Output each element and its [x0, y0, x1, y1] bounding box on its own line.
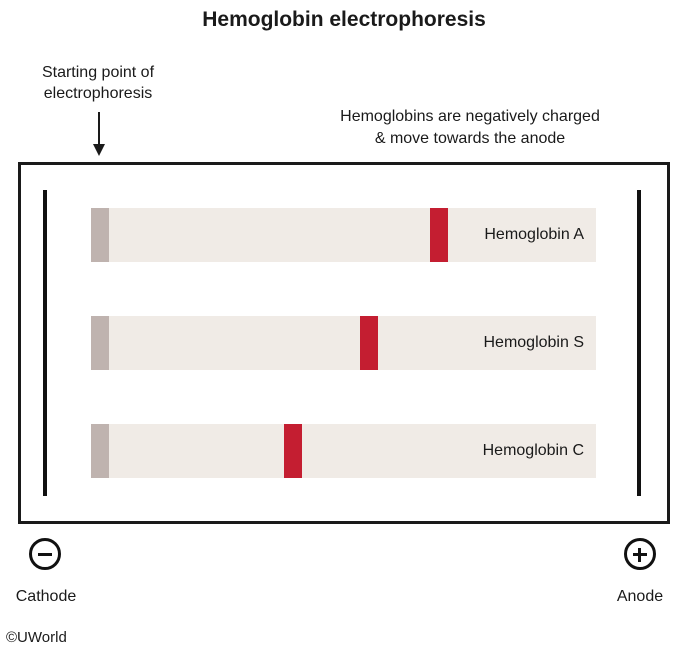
- copyright-text: ©UWorld: [6, 629, 67, 646]
- sample-well: [91, 424, 109, 478]
- anode-electrode: [637, 190, 641, 496]
- lane-hemoglobin-c: Hemoglobin C: [91, 424, 596, 478]
- down-arrow-icon: [93, 144, 105, 156]
- lane-hemoglobin-a: Hemoglobin A: [91, 208, 596, 262]
- lane-label: Hemoglobin A: [484, 226, 584, 243]
- down-arrow-shaft: [98, 112, 100, 146]
- sample-well: [91, 208, 109, 262]
- migration-note: Hemoglobins are negatively charged & mov…: [300, 106, 640, 150]
- hemoglobin-band: [360, 316, 378, 370]
- hemoglobin-band: [430, 208, 448, 262]
- starting-point-label-line2: electrophoresis: [43, 85, 153, 102]
- sample-well: [91, 316, 109, 370]
- cathode-label: Cathode: [15, 588, 77, 605]
- lane-label: Hemoglobin C: [482, 442, 584, 459]
- starting-point-label-line1: Starting point of: [41, 64, 155, 81]
- electrophoresis-chamber: [18, 162, 670, 524]
- minus-icon: [29, 538, 61, 570]
- plus-icon: [624, 538, 656, 570]
- diagram-title: Hemoglobin electrophoresis: [202, 8, 486, 31]
- cathode-electrode: [43, 190, 47, 496]
- migration-note-line2: & move towards the anode: [374, 130, 566, 147]
- migration-note-line1: Hemoglobins are negatively charged: [340, 108, 600, 125]
- hemoglobin-band: [284, 424, 302, 478]
- lane-hemoglobin-s: Hemoglobin S: [91, 316, 596, 370]
- anode-label: Anode: [616, 588, 664, 605]
- starting-point-label: Starting point of electrophoresis: [18, 62, 178, 104]
- lane-label: Hemoglobin S: [483, 334, 585, 351]
